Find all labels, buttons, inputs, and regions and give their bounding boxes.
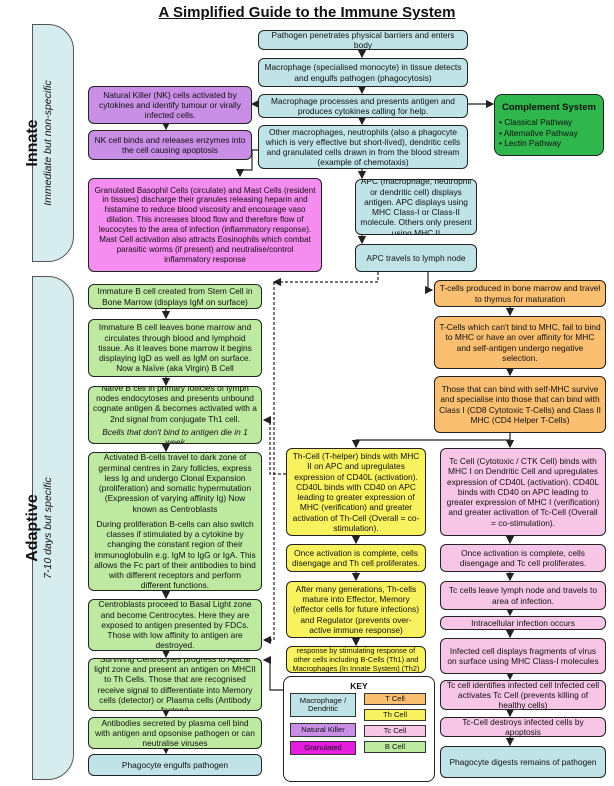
key-item-label: T Cell (385, 694, 405, 704)
th-cell-binds-box: Th-Cell (T-helper) binds with MHC II on … (286, 448, 426, 536)
bcell-step-1-text: Immature B cell created from Stem Cell i… (97, 286, 253, 307)
innate-phase-bracket (32, 24, 74, 262)
bcell-step-3-note: Bcells that don't bind to antigen die in… (102, 426, 248, 444)
pathogen-enters-text: Pathogen penetrates physical barriers an… (271, 30, 455, 50)
bcell-step-5: Centroblasts proceed to Basal Light zone… (88, 599, 262, 651)
th-activation-complete-box: Once activation is complete, cells disen… (286, 544, 426, 572)
key-item-label: Macrophage / Dendritic (299, 696, 347, 713)
macrophage-detects-text: Macrophage (specialised monocyte) in tis… (264, 62, 462, 83)
bcell-step-7-text: Antibodies secreted by plasma cell bind … (95, 717, 255, 749)
legend-key: KEY Macrophage / Dendritic T Cell Th Cel… (283, 676, 435, 782)
bcell-step-4a-text: Activated B-cells travel to dark zone of… (98, 452, 252, 514)
intracellular-infection-box: Intracellular infection occurs (440, 616, 606, 630)
tc-destroys-box: Tc-Cell destroys infected cells by apopt… (440, 717, 606, 737)
other-cells-box: Other macrophages, neutrophils (also a p… (258, 125, 468, 169)
pathogen-enters-box: Pathogen penetrates physical barriers an… (258, 30, 468, 50)
complement-title: Complement System (502, 101, 596, 113)
tc-destroys-text: Tc-Cell destroys infected cells by apopt… (462, 717, 584, 737)
bcell-step-4b-text: During proliferation B-cells can also sw… (94, 518, 256, 591)
phagocyte-digests-box: Phagocyte digests remains of pathogen (440, 746, 606, 778)
infected-cell-displays-box: Infected cell displays fragments of viru… (440, 638, 606, 674)
nk-releases-text: NK cell binds and releases enzymes into … (94, 134, 246, 155)
tc-cell-binds-box: Tc Cell (Cytotoxic / CTK Cell) binds wit… (440, 448, 606, 536)
complement-item: • Classical Pathway (499, 117, 573, 128)
nk-releases-box: NK cell binds and releases enzymes into … (88, 130, 252, 160)
complement-item: • Lectin Pathway (499, 137, 562, 148)
key-item-label: Tc Cell (383, 726, 407, 736)
intracellular-infection-text: Intracellular infection occurs (471, 617, 575, 628)
key-item-b-cell: B Cell (364, 741, 426, 753)
th-activation-text: Once activation is complete, cells disen… (292, 547, 420, 568)
key-item-natural-killer: Natural Killer (290, 723, 356, 737)
macrophage-presents-box: Macrophage processes and presents antige… (258, 94, 468, 118)
tcell-step-1-text: T-cells produced in bone marrow and trav… (439, 283, 601, 304)
apc-travels-text: APC travels to lymph node (366, 252, 466, 263)
bcell-step-6-text: Surviving Centrocytes progress to Apical… (94, 658, 256, 711)
macrophage-presents-text: Macrophage processes and presents antige… (271, 95, 455, 116)
tcell-step-3: Those that can bind with self-MHC surviv… (434, 376, 606, 433)
bcell-step-3: Naïve B cell in primary follicles of lym… (88, 386, 262, 444)
phagocyte-digests-text: Phagocyte digests remains of pathogen (449, 756, 597, 767)
nk-activated-text: Natural Killer (NK) cells activated by c… (99, 89, 241, 121)
key-item-label: Natural Killer (301, 725, 345, 735)
macrophage-detects-box: Macrophage (specialised monocyte) in tis… (258, 58, 468, 87)
bcell-step-6: Surviving Centrocytes progress to Apical… (88, 658, 262, 711)
key-item-tc-cell: Tc Cell (364, 725, 426, 737)
tcell-step-2: T-Cells which can't bind to MHC, fail to… (434, 316, 606, 369)
page-title: A Simplified Guide to the Immune System (158, 4, 456, 21)
other-cells-text: Other macrophages, neutrophils (also a p… (265, 126, 461, 168)
complement-item: • Alternative Pathway (499, 127, 578, 138)
apc-travels-box: APC travels to lymph node (355, 244, 477, 272)
th-cell-binds-text: Th-Cell (T-helper) binds with MHC II on … (292, 451, 420, 533)
tc-cell-binds-text: Tc Cell (Cytotoxic / CTK Cell) binds wit… (446, 456, 600, 528)
tc-leave-lymph-text: Tc cells leave lymph node and travels to… (448, 585, 598, 606)
bcell-step-7: Antibodies secreted by plasma cell bind … (88, 717, 262, 749)
granulated-text: Granulated Basophil Cells (circulate) an… (94, 185, 316, 264)
key-item-th-cell: Th Cell (364, 709, 426, 721)
bcell-step-2: Immature B cell leaves bone marrow and c… (88, 319, 262, 377)
complement-system-box: Complement System • Classical Pathway • … (494, 94, 604, 156)
key-title: KEY (350, 681, 368, 691)
apc-displays-box: APC (macrophage, neutrophil or dendritic… (355, 179, 477, 235)
apc-text: APC (macrophage, neutrophil or dendritic… (360, 179, 472, 235)
granulated-cells-box: Granulated Basophil Cells (circulate) an… (88, 178, 322, 272)
tc-identifies-box: Tc cell identifies infected cell Infecte… (440, 680, 606, 710)
th-mature-text: After many generations, Th-cells mature … (293, 583, 419, 635)
infected-cell-displays-text: Infected cell displays fragments of viru… (447, 645, 599, 666)
key-item-label: Th Cell (382, 710, 408, 720)
key-item-t-cell: T Cell (364, 693, 426, 705)
th-mature-box: After many generations, Th-cells mature … (286, 581, 426, 638)
adaptive-phase-bracket (32, 276, 74, 780)
tcell-step-1: T-cells produced in bone marrow and trav… (434, 280, 606, 307)
key-item-granulated: Granulated (290, 741, 356, 755)
bcell-step-2-text: Immature B cell leaves bone marrow and c… (98, 322, 252, 374)
tcell-step-2-text: T-Cells which can't bind to MHC, fail to… (439, 322, 601, 363)
key-item-label: B Cell (384, 742, 406, 752)
bcell-step-5-text: Centroblasts proceed to Basal Light zone… (98, 599, 252, 651)
th-effector-box: Effector Th Cells co-ordinate immune res… (286, 646, 426, 673)
bcell-step-4: Activated B-cells travel to dark zone of… (88, 452, 262, 591)
tc-identifies-text: Tc cell identifies infected cell Infecte… (446, 680, 600, 710)
tc-activation-text: Once activation is complete, cells disen… (459, 547, 587, 568)
bcell-step-1: Immature B cell created from Stem Cell i… (88, 284, 262, 309)
tc-activation-complete-box: Once activation is complete, cells disen… (440, 544, 606, 572)
bcell-step-3-text: Naïve B cell in primary follicles of lym… (93, 386, 257, 424)
nk-activated-box: Natural Killer (NK) cells activated by c… (88, 86, 252, 124)
key-item-macrophage: Macrophage / Dendritic (290, 693, 356, 717)
phagocyte-engulfs-box: Phagocyte engulfs pathogen (88, 754, 262, 776)
tcell-step-3-text: Those that can bind with self-MHC surviv… (439, 384, 601, 425)
phagocyte-engulfs-text: Phagocyte engulfs pathogen (121, 759, 229, 770)
th-effector-text: Effector Th Cells co-ordinate immune res… (292, 646, 420, 673)
key-item-label: Granulated (304, 743, 342, 753)
tc-leave-lymph-box: Tc cells leave lymph node and travels to… (440, 581, 606, 610)
